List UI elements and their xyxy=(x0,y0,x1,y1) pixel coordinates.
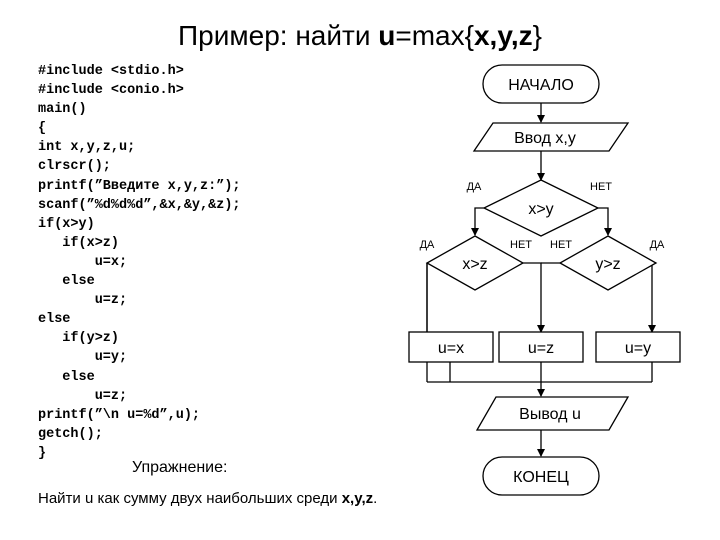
input-block xyxy=(472,122,630,152)
code-line: getch(); xyxy=(38,426,103,442)
end-terminal xyxy=(482,456,600,496)
title-mid: =max{ xyxy=(395,20,474,51)
code-line: printf(”\n u=%d”,u); xyxy=(38,407,201,423)
code-line: #include <stdio.h> xyxy=(38,64,184,79)
decision-left-no-label: НЕТ xyxy=(510,239,532,251)
code-line: printf(”Введите x,y,z:”); xyxy=(38,178,241,194)
decision-main xyxy=(482,179,600,237)
code-line: { xyxy=(38,121,47,137)
code-line: u=z; xyxy=(38,388,128,404)
title-prefix: Пример: найти xyxy=(178,20,379,51)
process-u-equals-z xyxy=(498,331,584,363)
decision-right-yes-label: ДА xyxy=(650,239,665,251)
code-line: int x,y,z,u; xyxy=(38,140,136,156)
code-line: if(x>z) xyxy=(38,235,120,251)
code-line: scanf(”%d%d%d”,&x,&y,&z); xyxy=(38,197,241,213)
code-line: clrscr(); xyxy=(38,159,111,175)
code-line: u=z; xyxy=(38,293,128,309)
start-label: НАЧАЛО xyxy=(508,77,574,94)
code-line: #include <conio.h> xyxy=(38,83,184,99)
exercise-task: Найти u как сумму двух наибольших среди … xyxy=(38,490,377,507)
code-line: u=y; xyxy=(38,350,128,366)
code-line: else xyxy=(38,274,95,290)
decision-right-no-label: НЕТ xyxy=(550,239,572,251)
decision-right-label: y>z xyxy=(595,256,620,273)
decision-main-yes-label: ДА xyxy=(467,181,482,193)
connector-main-yes xyxy=(471,207,484,236)
decision-left-yes-label: ДА xyxy=(420,239,435,251)
slide-title: Пример: найти u=max{x,y,z} xyxy=(0,20,720,52)
code-line: if(y>z) xyxy=(38,331,120,347)
title-suffix: } xyxy=(532,20,542,51)
code-line: else xyxy=(38,312,71,328)
process-u-equals-x-label: u=x xyxy=(438,340,464,357)
decision-left xyxy=(425,235,525,291)
process-u-equals-x xyxy=(408,331,494,363)
connector-left-no xyxy=(523,262,545,333)
code-listing: #include <stdio.h> #include <conio.h> ma… xyxy=(38,62,241,463)
code-line: } xyxy=(38,445,47,461)
decision-main-no-label: НЕТ xyxy=(590,181,612,193)
decision-main-label: x>y xyxy=(528,201,553,218)
process-u-equals-y-label: u=y xyxy=(625,340,651,357)
decision-left-label: x>z xyxy=(462,256,487,273)
task-vars: x,y,z xyxy=(341,490,374,507)
exercise-label: Упражнение: xyxy=(132,459,228,476)
title-var: u xyxy=(378,20,396,51)
title-vars: x,y,z xyxy=(473,20,533,51)
process-u-equals-z-label: u=z xyxy=(528,340,554,357)
connector-right-yes xyxy=(648,262,656,333)
task-suffix: . xyxy=(373,490,378,507)
process-u-equals-y xyxy=(595,331,681,363)
decision-right xyxy=(558,235,658,291)
input-label: Ввод x,y xyxy=(514,130,576,147)
output-block xyxy=(475,396,630,431)
code-line: if(x>y) xyxy=(38,216,95,232)
task-prefix: Найти u как сумму двух наибольших среди xyxy=(38,490,342,507)
connector-main-no xyxy=(598,207,612,236)
output-label: Вывод u xyxy=(519,406,581,423)
start-terminal xyxy=(482,64,600,104)
code-line: main() xyxy=(38,102,87,118)
end-label: КОНЕЦ xyxy=(513,469,569,486)
code-line: u=x; xyxy=(38,254,128,270)
code-line: else xyxy=(38,369,95,385)
